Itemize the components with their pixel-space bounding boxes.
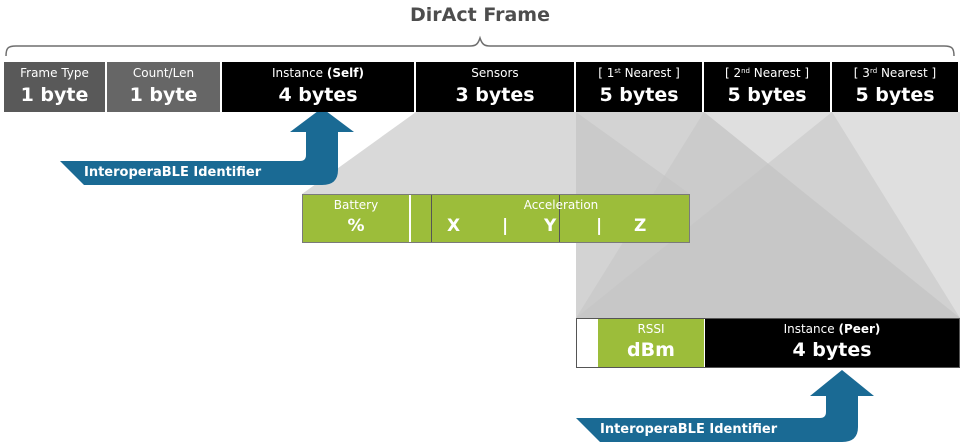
instance-self-label-bold: (Self) — [326, 66, 364, 80]
instance-peer-size: 4 bytes — [792, 339, 872, 361]
nearest-3-label: [ 3rd Nearest ] — [832, 66, 958, 80]
frame-type-label: Frame Type — [20, 66, 89, 80]
instance-self-label-text: Instance — [272, 66, 324, 80]
instance-peer-label: Instance (Peer) — [705, 322, 959, 336]
acceleration-left-border — [431, 195, 432, 242]
nearest-1-label-post: Nearest ] — [620, 66, 680, 80]
frame-title: DirAct Frame — [410, 4, 550, 26]
count-len-label: Count/Len — [132, 66, 195, 80]
battery-divider — [409, 195, 411, 242]
bottom-identifier-arrow — [576, 370, 874, 442]
top-identifier-arrow — [60, 108, 354, 185]
top-identifier-label: InteroperaBLE Identifier — [84, 165, 262, 180]
sensors-size: 3 bytes — [455, 84, 535, 106]
nearest-2-label-pre: [ 2 — [724, 66, 742, 80]
sensors-label: Sensors — [471, 66, 519, 80]
bottom-identifier-label: InteroperaBLE Identifier — [600, 422, 778, 437]
rssi-label: RSSI — [637, 322, 665, 336]
nearest-2-label: [ 2nd Nearest ] — [704, 66, 830, 80]
nearest-2-size: 5 bytes — [727, 84, 807, 106]
nearest-1-cell: [ 1st Nearest ] 5 bytes — [576, 62, 702, 112]
instance-peer-label-text: Instance — [783, 322, 835, 336]
nearest-1-label-pre: [ 1 — [598, 66, 615, 80]
instance-self-label: Instance (Self) — [222, 66, 414, 80]
instance-peer-cell: Instance (Peer) 4 bytes — [705, 319, 959, 367]
frame-brace — [5, 35, 955, 57]
axis-y: Y — [544, 216, 557, 236]
nearest-3-size: 5 bytes — [855, 84, 935, 106]
nearest-3-label-pre: [ 3 — [853, 66, 870, 80]
axis-separator-1: | — [502, 216, 509, 236]
instance-peer-label-bold: (Peer) — [838, 322, 881, 336]
rssi-unit: dBm — [627, 339, 675, 361]
battery-label: Battery — [333, 198, 379, 212]
axis-z: Z — [634, 216, 647, 236]
battery-unit: % — [347, 216, 365, 236]
nearest-2-cell: [ 2nd Nearest ] 5 bytes — [704, 62, 830, 112]
nearest-1-label-sup: st — [614, 67, 621, 75]
axis-x: X — [447, 216, 461, 236]
sensors-cell: Sensors 3 bytes — [416, 62, 574, 112]
nearest-2-label-sup: nd — [741, 67, 750, 75]
acceleration-mid-border — [559, 195, 560, 242]
frame-type-size: 1 byte — [20, 84, 89, 106]
sensors-breakdown: Battery % Acceleration X | Y | Z — [302, 194, 690, 243]
instance-self-cell: Instance (Self) 4 bytes — [222, 62, 414, 112]
nearest-3-label-post: Nearest ] — [877, 66, 937, 80]
nearest-3-label-sup: rd — [869, 67, 878, 75]
count-len-size: 1 byte — [129, 84, 198, 106]
axis-separator-2: | — [596, 216, 603, 236]
nearest-1-size: 5 bytes — [599, 84, 679, 106]
rssi-cell: RSSI dBm — [598, 319, 704, 367]
nearest-2-label-post: Nearest ] — [749, 66, 810, 80]
nearest-1-label: [ 1st Nearest ] — [576, 66, 702, 80]
neighbor-entry: RSSI dBm Instance (Peer) 4 bytes — [576, 318, 960, 368]
frame-type-cell: Frame Type 1 byte — [4, 62, 105, 112]
nearest-3-expansion-wedge — [576, 112, 960, 318]
count-len-cell: Count/Len 1 byte — [107, 62, 220, 112]
nearest-3-cell: [ 3rd Nearest ] 5 bytes — [832, 62, 958, 112]
instance-self-size: 4 bytes — [278, 84, 358, 106]
acceleration-label: Acceleration — [523, 198, 599, 212]
